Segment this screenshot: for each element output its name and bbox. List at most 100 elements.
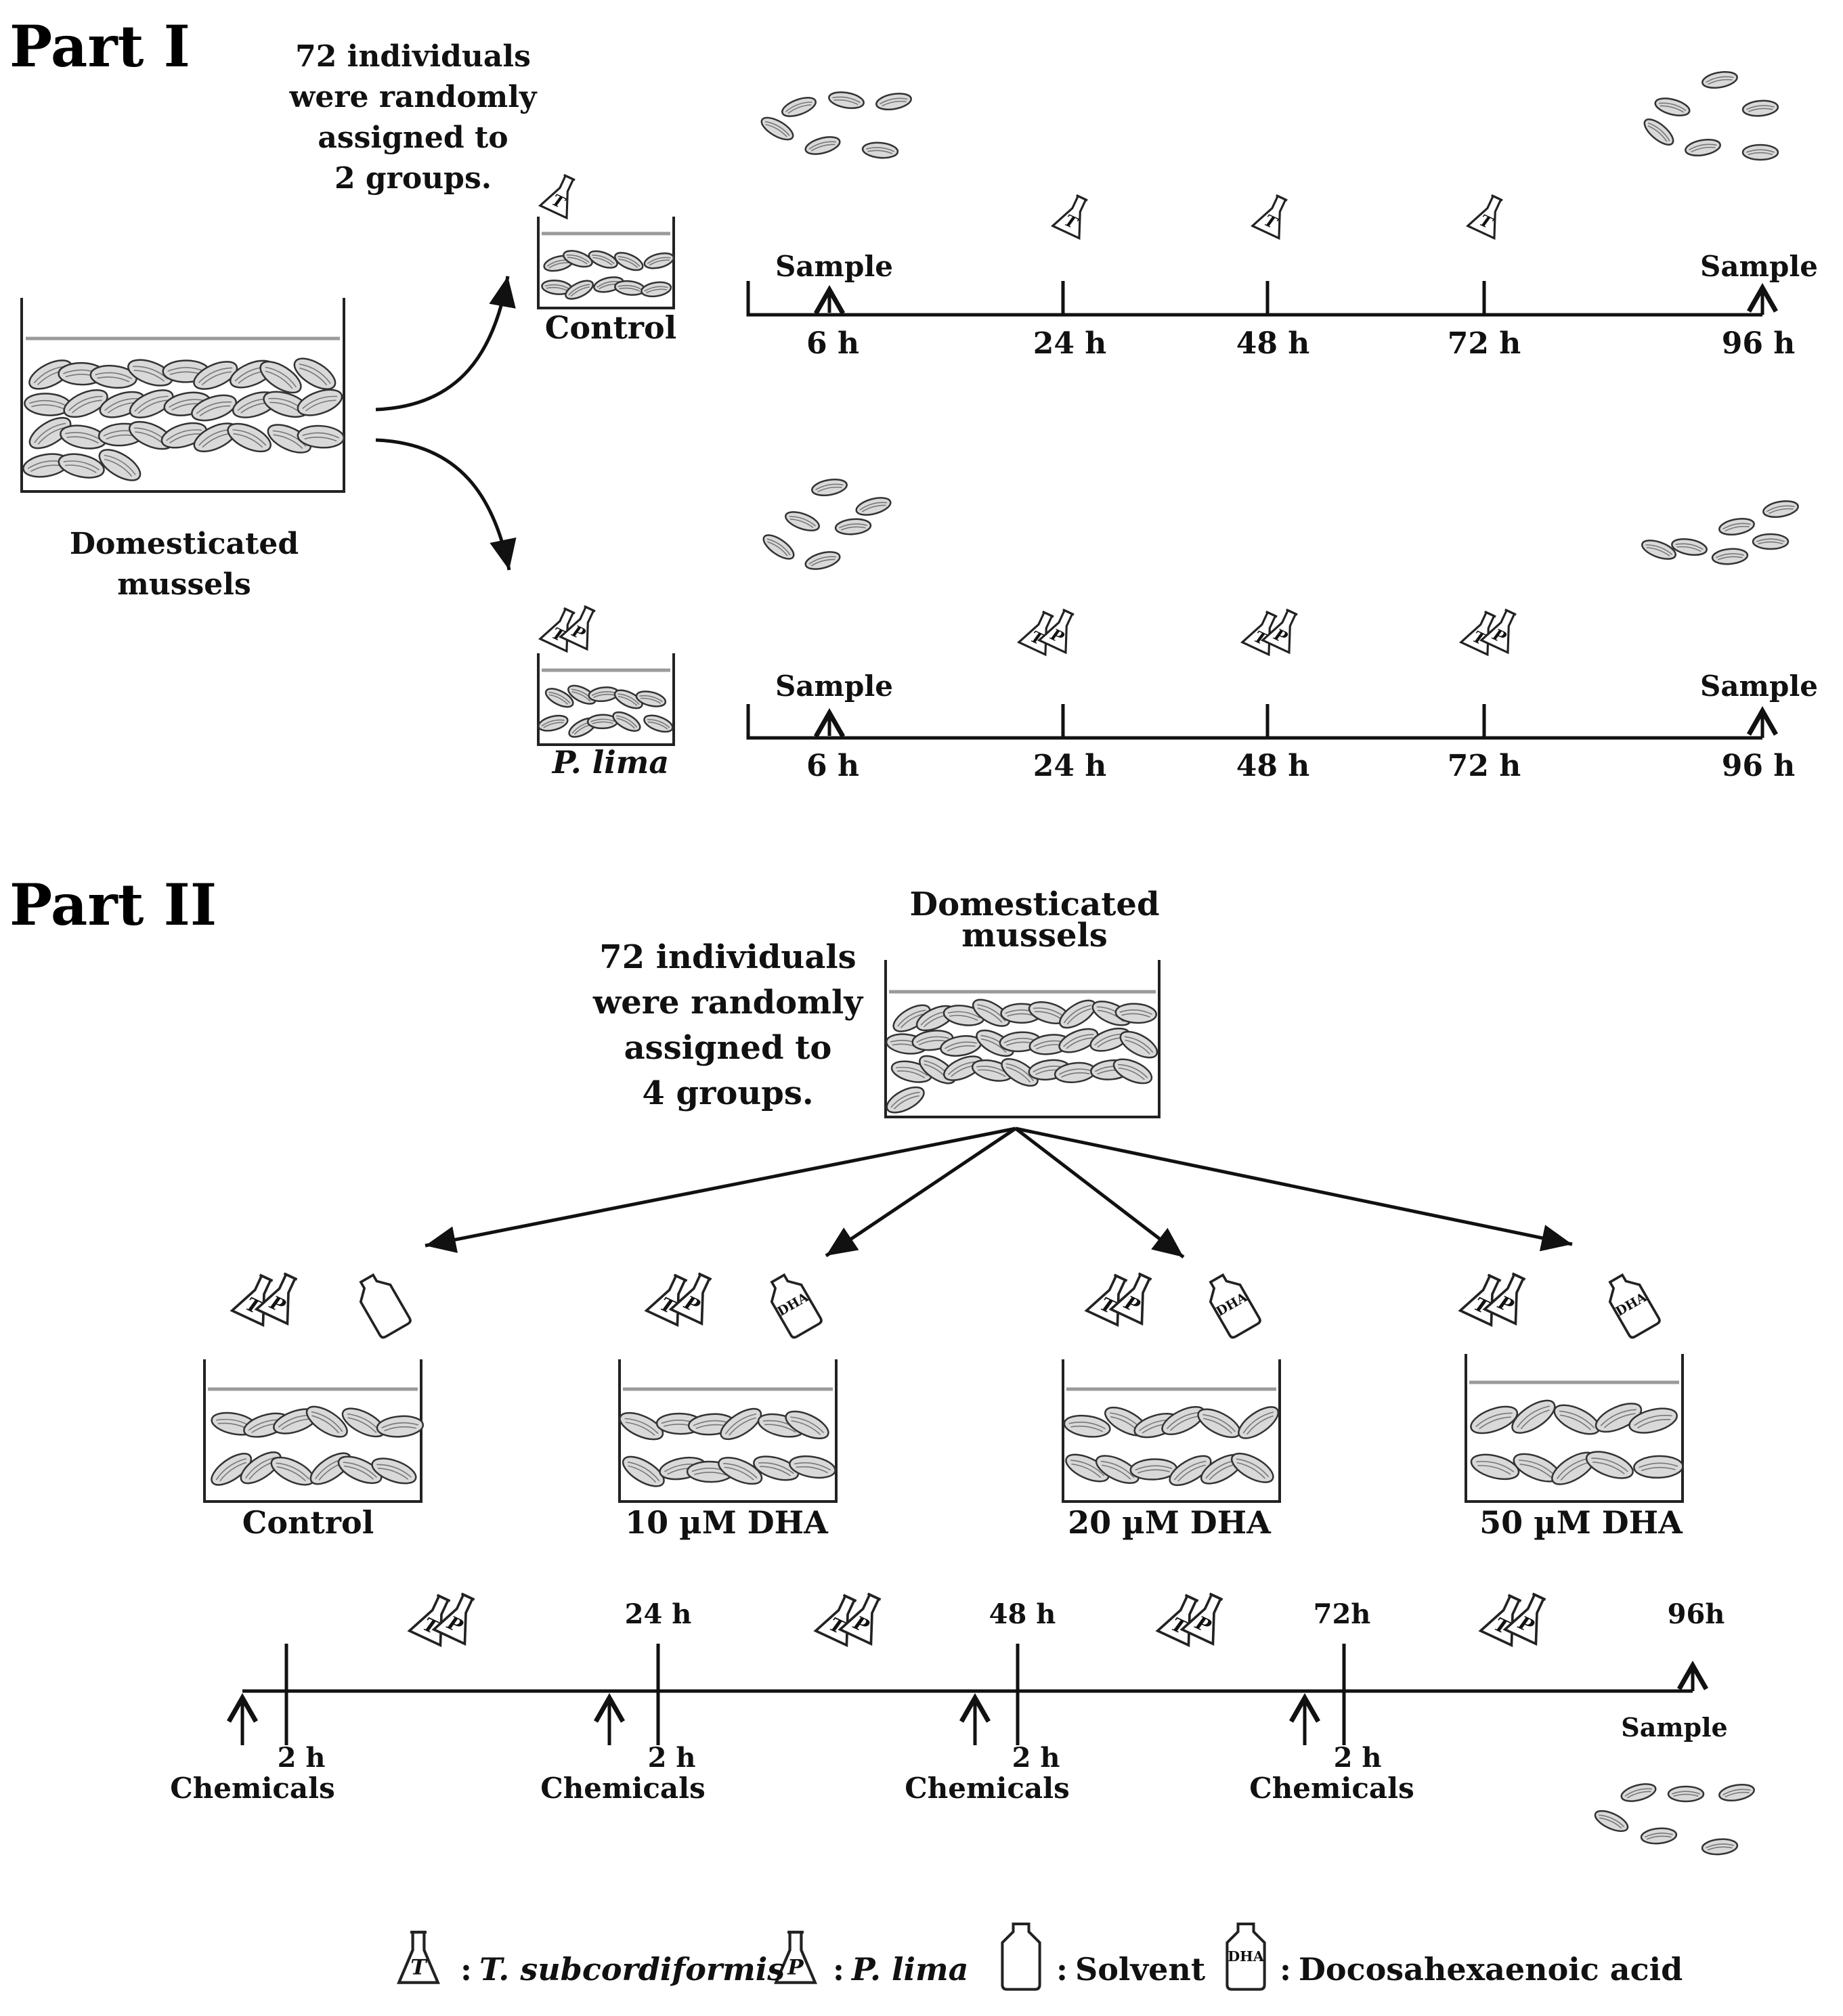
part2-source-label: mussels — [961, 917, 1108, 955]
part1-note-line: 72 individuals — [295, 39, 531, 74]
mussel-icon — [588, 686, 620, 703]
reagent-bottle-icon — [359, 1273, 412, 1339]
mussel-icon — [544, 688, 574, 708]
erlenmeyer-flask-icon: P — [1482, 1272, 1526, 1326]
group-tank-20um — [1062, 1359, 1281, 1503]
mussel-icon — [785, 511, 820, 531]
part1-note-line: assigned to — [318, 120, 508, 155]
erlenmeyer-flask-icon: P — [1179, 1592, 1223, 1646]
legend-separator: : — [833, 1951, 844, 1988]
mussel-icon — [1628, 1407, 1678, 1434]
mussel-icon — [619, 1411, 664, 1441]
mussel-icon — [1718, 1784, 1755, 1801]
mussel-icon — [1119, 1030, 1158, 1059]
tick-label: 24 h — [1033, 749, 1107, 783]
part1-plima-tank — [537, 653, 675, 746]
mussel-icon — [886, 1086, 925, 1114]
mussel-icon — [811, 479, 848, 496]
erlenmeyer-flask-icon: T — [538, 607, 576, 653]
branch-arrow-control — [375, 276, 516, 412]
erlenmeyer-flask-icon: P — [431, 1592, 475, 1646]
mussel-icon — [1741, 100, 1779, 117]
erlenmeyer-flask-icon: T — [397, 1931, 440, 1984]
mussel-icon — [567, 684, 597, 705]
erlenmeyer-flask-icon: T — [1458, 611, 1496, 657]
mussel-icon — [828, 91, 865, 109]
mussel-icon — [1470, 1453, 1520, 1481]
legend-separator: : — [1280, 1951, 1291, 1988]
reagent-bottle-icon: DHA — [770, 1273, 823, 1339]
mussel-icon — [641, 281, 672, 298]
mussel-icon — [1129, 1458, 1178, 1481]
mussel-icon — [861, 141, 899, 159]
erlenmeyer-flask-icon: P — [838, 1592, 882, 1646]
group-tank-50um — [1465, 1354, 1684, 1503]
mussel-icon — [643, 252, 675, 269]
mussel-icon — [789, 1455, 836, 1479]
mussel-icon — [804, 136, 841, 155]
mussel-icon — [875, 93, 912, 110]
mussel-icon — [1762, 500, 1799, 518]
mussel-icon — [1169, 1455, 1212, 1487]
chemicals-label: Chemicals — [1249, 1772, 1414, 1805]
mussel-icon — [1112, 1058, 1153, 1084]
mussel-icon — [1161, 1405, 1206, 1436]
sample-label: Sample — [775, 670, 893, 703]
mussel-icon — [1114, 1003, 1157, 1024]
erlenmeyer-flask-icon: T — [1465, 194, 1503, 240]
mussel-icon — [1001, 1057, 1039, 1087]
reagent-bottle-icon: DHA — [1209, 1273, 1261, 1339]
part1-source-tank — [20, 298, 345, 493]
part2-timeline: 24 h 48 h 72h 96h 2 h 2 h 2 h 2 h Chemic… — [170, 1598, 1727, 1805]
erlenmeyer-flask-icon: P — [1479, 609, 1517, 655]
flask-letter: T — [410, 1956, 428, 1980]
chemicals-label: Chemicals — [905, 1772, 1069, 1805]
mussel-icon — [28, 416, 72, 450]
part2-source-label: Domesticated — [910, 885, 1160, 923]
tick-label: 72 h — [1448, 326, 1521, 361]
tick-label: 48 h — [989, 1598, 1056, 1630]
mussel-icon — [89, 364, 137, 389]
legend-text-p-lima: P. lima — [850, 1951, 968, 1988]
group-tank-control — [203, 1359, 425, 1503]
part2-note-line: assigned to — [624, 1029, 832, 1067]
fan-arrow — [425, 1126, 1016, 1253]
mussel-icon — [337, 1455, 383, 1485]
mussel-icon — [297, 424, 345, 449]
mussel-icon — [1641, 540, 1676, 560]
part1-control-label: Control — [545, 309, 676, 346]
erlenmeyer-flask-icon: P — [668, 1272, 712, 1326]
sample-label: Sample — [1700, 250, 1818, 283]
legend-separator: : — [1056, 1951, 1068, 1988]
mussel-icon — [1620, 1783, 1657, 1802]
fan-arrow — [1014, 1127, 1185, 1258]
part1-assign-note: 72 individuals were randomly assigned to… — [289, 39, 538, 196]
part1-timeline-plima: Sample Sample 6 h 24 h 48 h 72 h 96 h — [746, 670, 1818, 783]
mussel-icon — [191, 394, 237, 422]
mussel-icon — [785, 1410, 829, 1440]
mussel-icon — [565, 280, 594, 300]
tick-label: 96 h — [1722, 749, 1796, 783]
part2-note-line: were randomly — [592, 984, 864, 1022]
mussel-icon — [297, 389, 343, 416]
mussel-cluster — [538, 684, 674, 738]
reagent-bottle-icon: DHA — [1226, 1922, 1266, 1991]
legend-text-t-subcordiformis: T. subcordiformis — [479, 1951, 785, 1988]
part2-note-line: 72 individuals — [599, 938, 856, 976]
mussel-icon — [760, 116, 794, 141]
legend-text-solvent: Solvent — [1075, 1951, 1206, 1988]
mussel-icon — [1058, 1028, 1099, 1053]
legend-text-dha: Docosahexaenoic acid — [1299, 1951, 1683, 1988]
mussel-cluster — [541, 250, 675, 300]
reagent-bottle-icon: DHA — [1608, 1273, 1661, 1339]
mussel-icon — [972, 999, 1011, 1027]
mussel-cluster — [1470, 1399, 1684, 1485]
part1-heading: Part I — [9, 13, 190, 80]
interval-label: 2 h — [278, 1742, 326, 1774]
mussel-icon — [259, 361, 302, 394]
mussel-icon — [58, 453, 105, 479]
group-label: 20 µM DHA — [1068, 1504, 1272, 1541]
mussel-icon — [1667, 1785, 1705, 1803]
mussel-icon — [614, 280, 646, 296]
